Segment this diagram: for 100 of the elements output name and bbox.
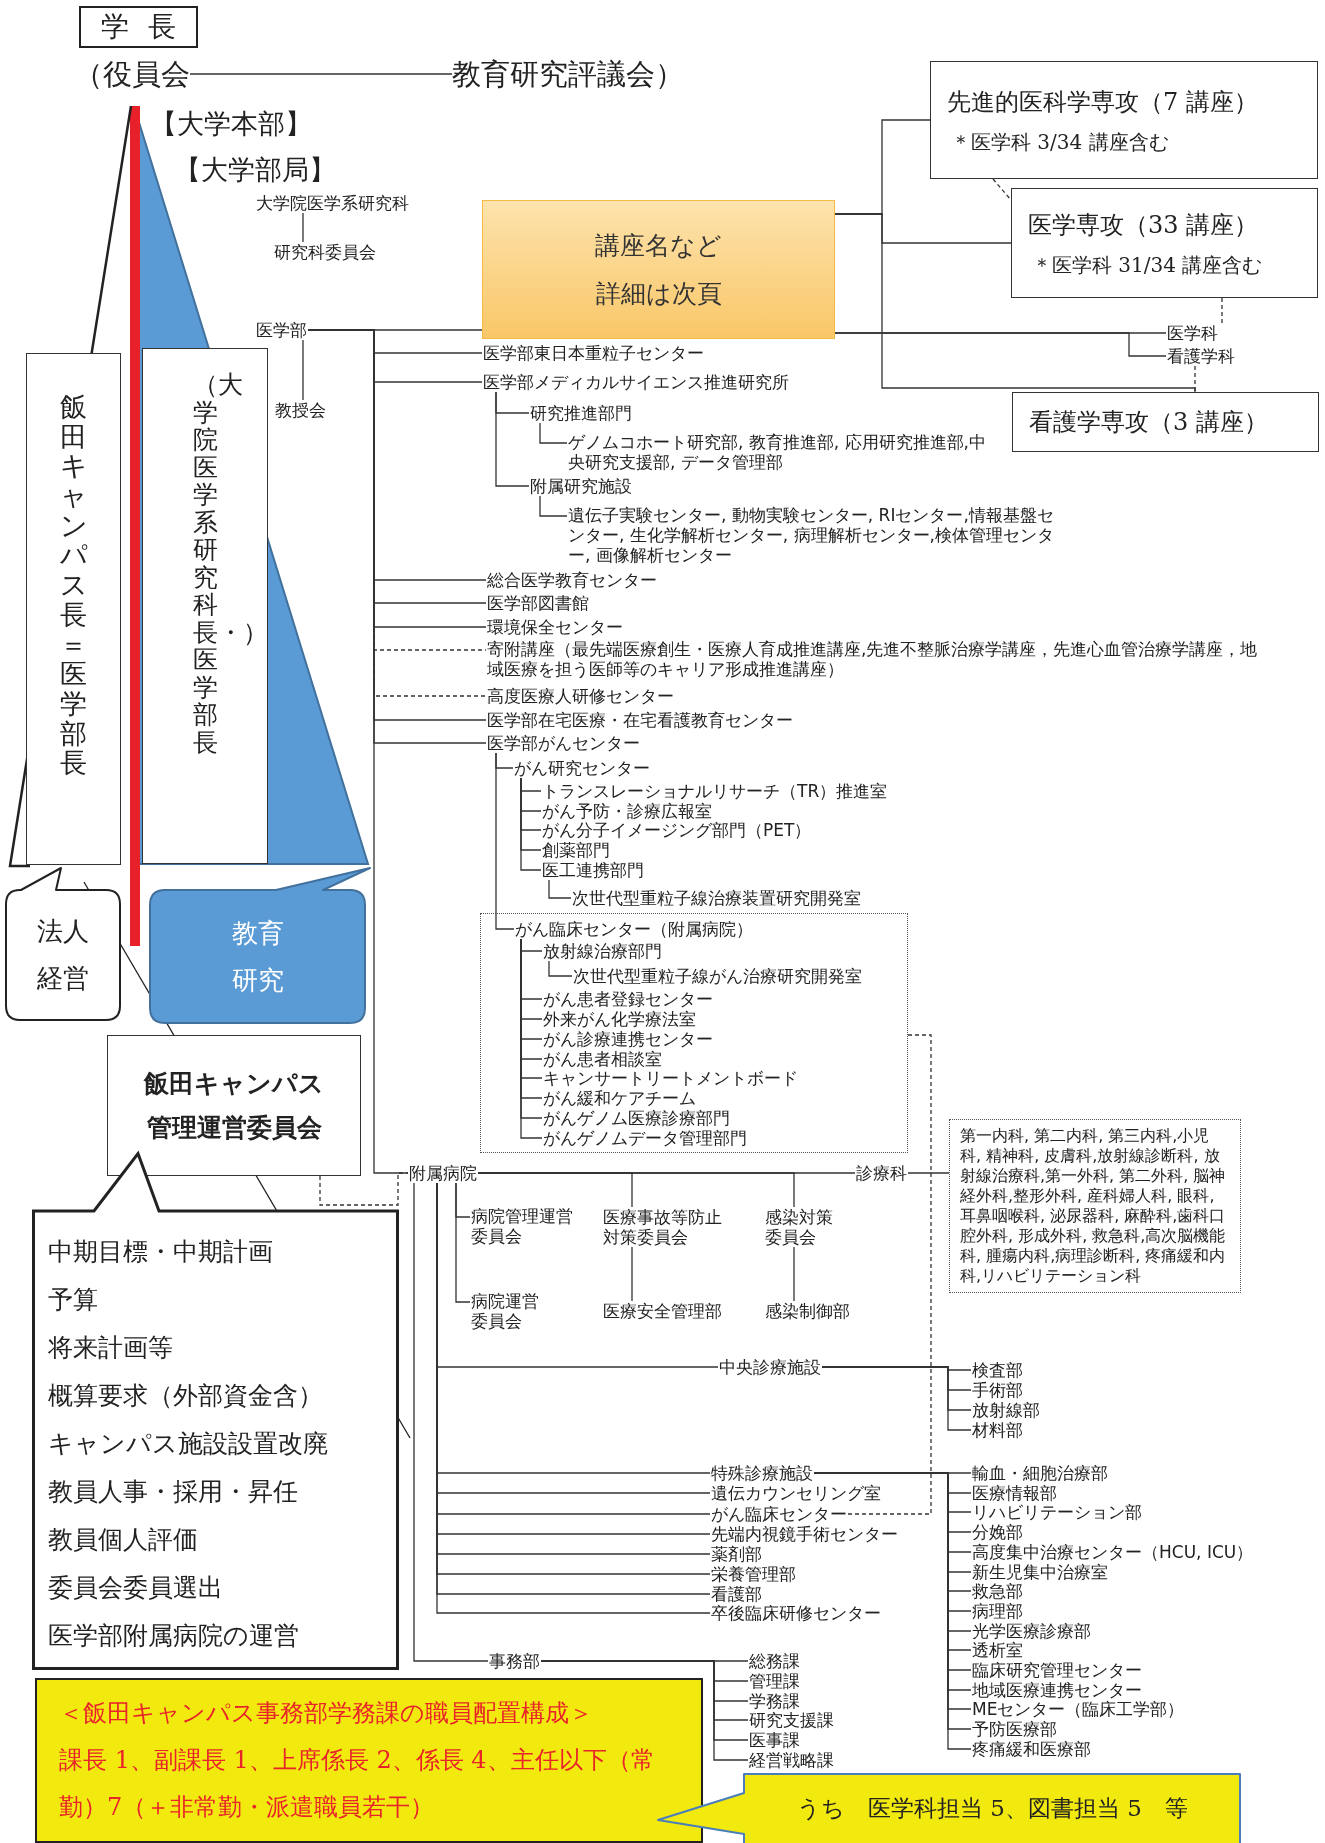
org-unit-label: 創薬部門 [541,840,611,860]
connector-line [834,213,1196,393]
course-box [1011,188,1318,298]
org-unit-label: 医学部 [255,320,308,340]
org-unit-label: 総合医学教育センター [486,570,658,590]
org-unit-label: 管理課 [748,1671,801,1691]
vertical-title-box: （大学院医学系研究科長・）医学部長 [142,348,268,864]
section-label: 【大学本部】 [150,107,312,141]
org-unit-label: 病院管理運営委員会 [470,1206,576,1246]
staff-text: 課長 1、副課長 1、上席係長 2、係長 4、主任以下（常勤）7（＋非常勤・派遣職員若干） [59,1745,656,1823]
org-unit-label: 新生児集中治療室 [971,1562,1109,1582]
connector-line [821,1366,972,1431]
dashed-connector [319,1172,409,1206]
org-unit-label: 寄附講座（最先端医療創生・医療人育成推進講座,先進不整脈治療学講座，先進心血管治療学講座，地域医療を担う医師等のキャリア形成推進講座） [486,639,1261,679]
org-unit-label: 研究推進部門 [529,403,633,423]
org-unit-label: 栄養管理部 [710,1564,797,1584]
org-unit-label: 救急部 [971,1581,1024,1601]
org-unit-label: がん患者相談室 [542,1049,663,1069]
connector-line [834,332,1167,357]
org-unit-label: 医学部東日本重粒子センター [482,343,705,363]
org-unit-label: 医学部図書館 [486,593,590,613]
connector-line [477,1172,795,1208]
dashed-connector [1194,365,1196,393]
duty-item: 医学部附属病院の運営 [48,1620,300,1652]
connector-line [302,339,304,401]
speech-bubble [32,1152,399,1670]
speech-bubble: うち 医学科担当 5、図書担当 5 等 [658,1773,1241,1843]
org-unit-label: がん患者登録センター [542,989,714,1009]
org-unit-label: 次世代型重粒子線治療装置研究開発室 [571,888,862,908]
course-note: ＊医学科 31/34 講座含む [1031,252,1264,279]
org-unit-label: がん緩和ケアチーム [542,1088,697,1108]
duty-item: 予算 [48,1284,99,1316]
org-unit-label: がん研究センター [513,758,651,778]
duty-item: 教員人事・採用・昇任 [48,1476,299,1508]
council-label: （役員会 [74,52,190,96]
org-unit-label: トランスレーショナルリサーチ（TR）推進室 [541,781,889,801]
connector-line [539,422,568,444]
org-unit-label: 高度集中治療センター（HCU, ICU） [971,1542,1255,1562]
org-unit-label: 事務部 [488,1651,541,1671]
connector-line [455,1182,471,1303]
connector-line [413,1182,489,1662]
org-unit-label: 診療科 [855,1163,908,1183]
org-unit-label: ゲノムコホート研究部, 教育推進部, 応用研究推進部,中央研究支援部, データ管理部 [567,432,992,472]
connector-line [907,1172,950,1174]
org-unit-label: 先端内視鏡手術センター [710,1524,899,1544]
org-unit-label: キャンサートリートメントボード [542,1068,799,1088]
org-unit-label: 高度医療人研修センター [486,686,675,706]
course-note: ＊医学科 3/34 講座含む [950,129,1170,156]
section-label: 【大学部局】 [174,153,336,187]
org-unit-label: リハビリテーション部 [971,1502,1143,1522]
department-list-box: 第一内科, 第二内科, 第三内科,小児科, 精神科, 皮膚科,放射線診断科, 放射線治療科,第一外科, 第二外科, 脳神経外科,整形外科, 産科婦人科, 眼科,耳鼻咽喉科, 泌尿器科, 麻酔科,歯科口腔外科, 形成外科, 救急科,高次脳機能科, 腫瘍内科,病理診断科, 疼痛緩和内科,リハビリテーション科 [949,1119,1241,1293]
duty-item: 概算要求（外部資金含） [48,1380,324,1412]
connector-line [548,879,572,899]
org-unit-label: 経営戦略課 [748,1750,835,1770]
org-unit-label: 地域医療連携センター [971,1680,1143,1700]
connector-line [189,73,453,75]
org-unit-label: 分娩部 [971,1522,1024,1542]
course-title: 医学専攻（33 講座） [1028,210,1260,241]
duty-item: 将来計画等 [48,1332,174,1364]
org-unit-label: 医療事故等防止対策委員会 [602,1207,725,1247]
org-unit-label: 病理部 [971,1601,1024,1621]
org-unit-label: 病院運営委員会 [470,1291,544,1331]
org-unit-label: がん臨床センター [710,1504,848,1524]
org-unit-label: がん臨床センター（附属病院） [514,919,754,939]
dashed-connector [847,1034,932,1515]
org-unit-label: 次世代型重粒子線がん治療研究開発室 [572,966,863,986]
org-unit-label: 環境保全センター [486,617,624,637]
org-unit-label: 感染対策委員会 [764,1207,838,1247]
course-title: 先進的医科学専攻（7 講座） [947,87,1259,118]
connector-line [793,1246,795,1302]
course-box: 看護学専攻（3 講座） [1012,392,1319,452]
note-text: 詳細は次頁 [595,277,722,310]
connector-line [631,1246,633,1302]
org-unit-label: 総務課 [748,1651,801,1671]
highlight-box [482,200,835,339]
speech-bubble: 法人経営 [6,868,120,1020]
org-unit-label: 放射線治療部門 [542,941,663,961]
org-unit-label: 附属研究施設 [529,476,633,496]
heading-text: ＜飯田キャンパス事務部学務課の職員配置構成＞ [59,1698,594,1729]
connector-line [302,212,304,243]
note-box [35,1678,703,1843]
org-unit-label: がんゲノムデータ管理部門 [542,1128,748,1148]
org-unit-label: 放射線部 [971,1400,1041,1420]
duty-item: 委員会委員選出 [48,1572,224,1604]
org-unit-label: 遺伝カウンセリング室 [710,1483,882,1503]
org-unit-label: 臨床研究管理センター [971,1660,1143,1680]
connector-line [495,391,530,487]
org-unit-label: 輸血・細胞治療部 [971,1463,1109,1483]
org-unit-label: 大学院医学系研究科 [255,193,410,213]
org-unit-label: 研究科委員会 [273,242,377,262]
org-unit-label: MEセンター（臨床工学部） [971,1699,1186,1719]
org-unit-label: 学務課 [748,1691,801,1711]
org-unit-label: 感染制御部 [764,1301,851,1321]
org-unit-label: 予防医療部 [971,1719,1058,1739]
org-unit-label: 看護部 [710,1584,763,1604]
connector-line [520,777,542,871]
org-unit-label: 医事課 [748,1730,801,1750]
connector-line [539,495,568,517]
org-unit-label: 看護学科 [1166,346,1236,366]
org-unit-label: 医工連携部門 [541,860,645,880]
